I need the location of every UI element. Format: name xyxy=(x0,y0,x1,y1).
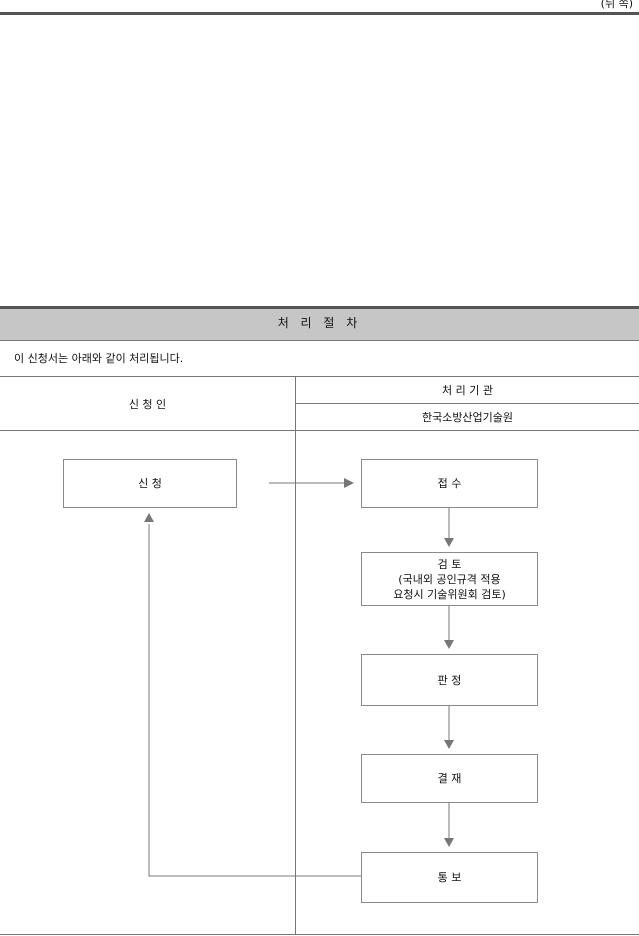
flow-apply-label: 신 청 xyxy=(138,477,162,490)
header-bottom-border xyxy=(0,430,639,431)
section-title: 처 리 절 차 xyxy=(277,316,362,330)
flow-box-judge: 판 정 xyxy=(361,654,538,706)
top-rule xyxy=(0,12,639,15)
flow-review-line2: 요청시 기술위원회 검토) xyxy=(393,587,506,601)
arrowhead-down-2 xyxy=(444,640,454,649)
arrowhead-up xyxy=(144,513,154,522)
flow-review-line1: (국내외 공인규격 적용 xyxy=(398,572,501,586)
processor-name: 한국소방산업기술원 xyxy=(421,411,514,424)
flow-box-notify: 통 보 xyxy=(361,852,538,903)
arrowhead-down-1 xyxy=(444,538,454,547)
flow-box-apply: 신 청 xyxy=(63,459,237,508)
flow-box-receive: 접 수 xyxy=(361,459,538,508)
intro-text: 이 신청서는 아래와 같이 처리됩니다. xyxy=(14,352,184,365)
flow-box-review: 검 토 (국내외 공인규격 적용 요청시 기술위원회 검토) xyxy=(361,552,538,606)
page-side-label: (뒤 쪽) xyxy=(600,0,633,10)
flow-notify-label: 통 보 xyxy=(437,871,462,884)
flow-review-title: 검 토 xyxy=(437,557,462,571)
notify-to-apply-line xyxy=(148,524,361,877)
table-bottom-border xyxy=(0,934,639,935)
arrowhead-down-4 xyxy=(444,838,454,847)
applicant-column-header: 신 청 인 xyxy=(128,398,167,411)
processor-column-header: 처 리 기 관 xyxy=(442,384,493,397)
arrowhead-down-3 xyxy=(444,740,454,749)
table-top-border xyxy=(0,376,639,377)
arrowhead-right xyxy=(344,478,354,488)
flow-approve-label: 결 재 xyxy=(437,772,462,785)
column-divider xyxy=(295,376,296,935)
header-divider xyxy=(296,403,639,404)
flow-judge-label: 판 정 xyxy=(437,673,462,687)
flow-box-approve: 결 재 xyxy=(361,754,538,803)
flow-receive-label: 접 수 xyxy=(437,477,462,490)
section-header-band xyxy=(0,306,639,341)
